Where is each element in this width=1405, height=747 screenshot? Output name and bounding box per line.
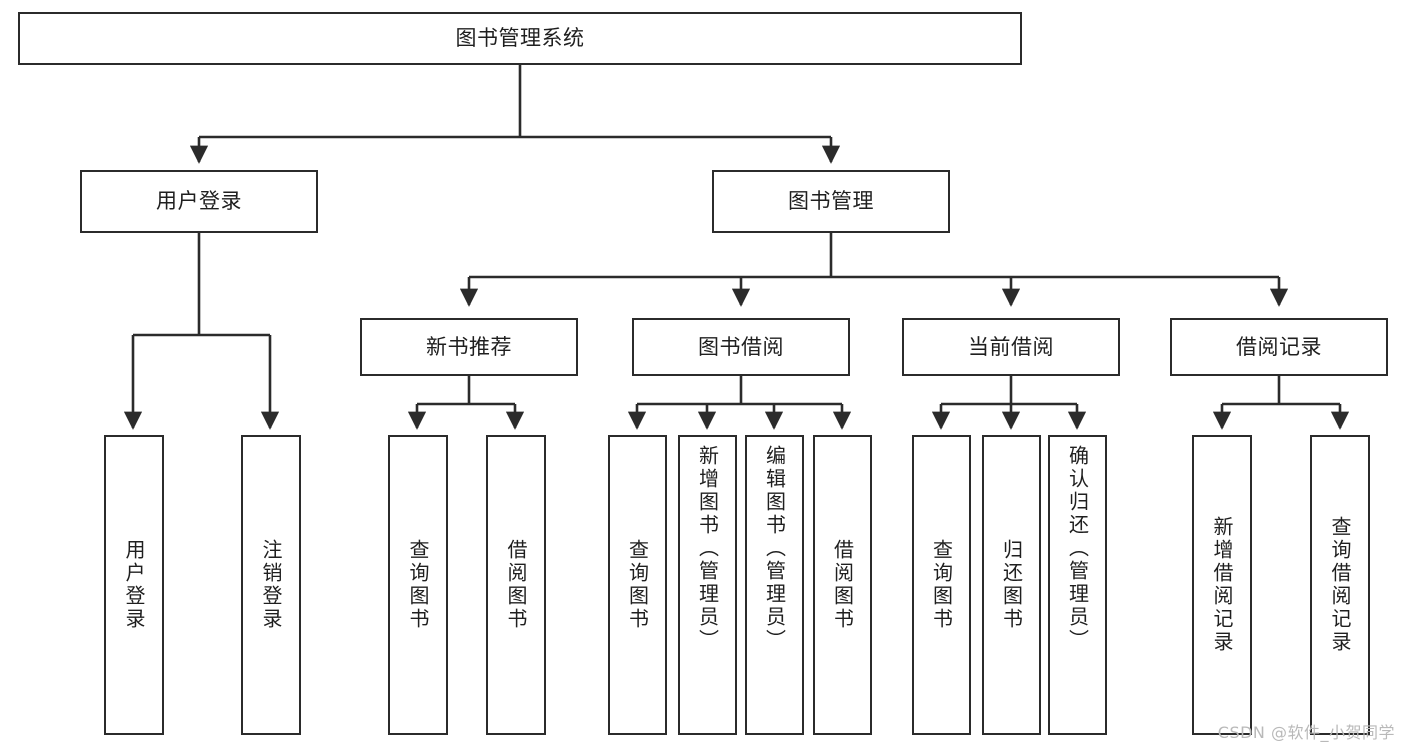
node-borrow-record[interactable]: 借阅记录 (1170, 318, 1388, 376)
node-current-borrow[interactable]: 当前借阅 (902, 318, 1120, 376)
node-label: 新增图书（管理员） (695, 445, 720, 652)
node-label: 图书管理 (788, 189, 874, 214)
leaf-user-login[interactable]: 用户登录 (104, 435, 164, 735)
node-label: 查询图书 (625, 539, 650, 631)
leaf-return-book[interactable]: 归还图书 (982, 435, 1041, 735)
node-label: 查询图书 (929, 539, 954, 631)
node-new-book-recommend[interactable]: 新书推荐 (360, 318, 578, 376)
leaf-logout[interactable]: 注销登录 (241, 435, 301, 735)
node-book-management[interactable]: 图书管理 (712, 170, 950, 233)
node-label: 编辑图书（管理员） (762, 445, 787, 652)
node-label: 借阅图书 (504, 539, 528, 631)
node-label: 查询借阅记录 (1328, 516, 1352, 654)
node-label: 新增借阅记录 (1210, 516, 1234, 654)
node-book-borrow[interactable]: 图书借阅 (632, 318, 850, 376)
node-root-book-management-system[interactable]: 图书管理系统 (18, 12, 1022, 65)
watermark-text: CSDN @软件_小贺同学 (1217, 723, 1395, 742)
leaf-borrow-book[interactable]: 借阅图书 (813, 435, 872, 735)
node-label: 当前借阅 (968, 334, 1054, 359)
node-label: 用户登录 (156, 189, 242, 214)
leaf-query-book-current[interactable]: 查询图书 (912, 435, 971, 735)
node-label: 图书管理系统 (455, 26, 585, 51)
leaf-query-book-borrow[interactable]: 查询图书 (608, 435, 667, 735)
leaf-confirm-return-admin[interactable]: 确认归还（管理员） (1048, 435, 1107, 735)
leaf-query-book-recommend[interactable]: 查询图书 (388, 435, 448, 735)
node-label: 归还图书 (999, 539, 1024, 631)
node-label: 借阅图书 (830, 539, 855, 631)
leaf-query-borrow-record[interactable]: 查询借阅记录 (1310, 435, 1370, 735)
leaf-borrow-book-recommend[interactable]: 借阅图书 (486, 435, 546, 735)
node-label: 查询图书 (406, 539, 430, 631)
leaf-add-borrow-record[interactable]: 新增借阅记录 (1192, 435, 1252, 735)
node-user-login[interactable]: 用户登录 (80, 170, 318, 233)
node-label: 图书借阅 (698, 334, 784, 359)
leaf-edit-book-admin[interactable]: 编辑图书（管理员） (745, 435, 804, 735)
node-label: 用户登录 (122, 539, 146, 631)
node-label: 借阅记录 (1236, 334, 1322, 359)
leaf-add-book-admin[interactable]: 新增图书（管理员） (678, 435, 737, 735)
node-label: 确认归还（管理员） (1065, 445, 1090, 652)
node-label: 新书推荐 (426, 334, 512, 359)
node-label: 注销登录 (259, 539, 283, 631)
